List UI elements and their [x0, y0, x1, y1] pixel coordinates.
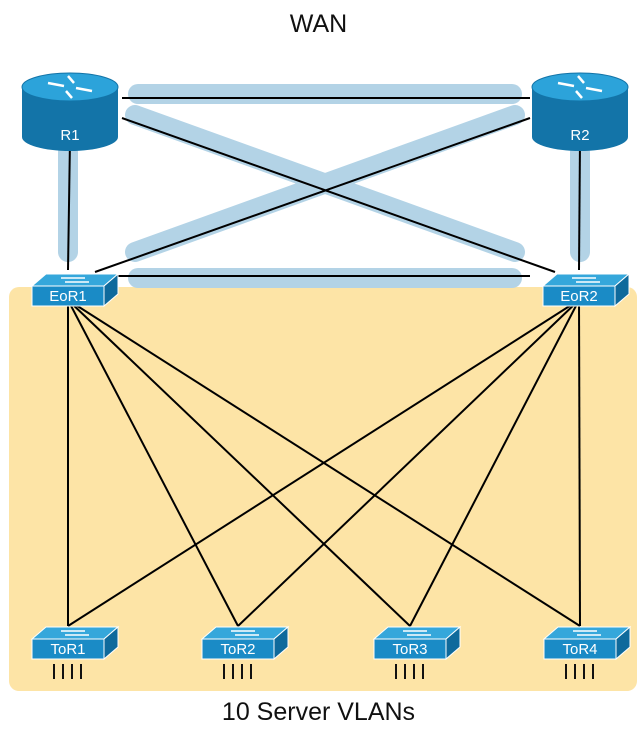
switch-label: ToR3 [392, 641, 427, 658]
redundant-path-highlights [58, 84, 590, 288]
switch-top [541, 273, 631, 287]
router-label: R2 [570, 127, 589, 144]
switch-tor1[interactable]: ToR1 [30, 625, 120, 679]
switch-top [30, 273, 120, 287]
link-eor1-tor3 [67, 299, 411, 627]
router-arrows-icon [557, 75, 603, 99]
link-r2-eor1 [94, 117, 531, 273]
switch-label: EoR2 [560, 288, 598, 305]
server-ports-icon [53, 664, 82, 679]
switch-arrows-icon [61, 630, 89, 636]
switch-side [615, 625, 631, 661]
switch-eor2[interactable]: EoR2 [541, 272, 631, 308]
switch-eor1[interactable]: EoR1 [30, 272, 120, 308]
router-body [22, 87, 118, 151]
router-r2[interactable]: R2 [531, 72, 629, 151]
link-r1-eor2 [121, 117, 556, 273]
switch-label: EoR1 [49, 288, 87, 305]
router-arrows-icon [47, 75, 93, 99]
switch-top [542, 626, 632, 640]
path-highlight [125, 105, 525, 262]
switch-label: ToR4 [562, 641, 597, 658]
router-r1[interactable]: R1 [21, 72, 119, 151]
router-top [531, 72, 629, 102]
link-r2-eor2 [578, 139, 581, 271]
switch-top [30, 626, 120, 640]
switch-tor3[interactable]: ToR3 [372, 625, 462, 679]
switch-side [273, 625, 289, 661]
switch-arrows-icon [573, 630, 601, 636]
link-r1-eor1 [67, 139, 71, 271]
wan-label: WAN [289, 10, 348, 38]
switch-tor4[interactable]: ToR4 [542, 625, 632, 679]
switch-tor2[interactable]: ToR2 [200, 625, 290, 679]
data-center-zone [9, 287, 637, 691]
switch-side [445, 625, 461, 661]
link-eor2-tor4 [578, 299, 581, 627]
switch-side [614, 272, 630, 308]
router-body [532, 87, 628, 151]
switch-arrows-icon [61, 277, 89, 283]
server-vlans-label: 10 Server VLANs [221, 698, 416, 726]
switch-arrows-icon [572, 277, 600, 283]
link-eor2-tor1 [67, 299, 580, 627]
switch-side [103, 272, 119, 308]
server-ports-icon [395, 664, 424, 679]
server-ports-icon [223, 664, 252, 679]
server-ports-icon [565, 664, 594, 679]
switch-label: ToR2 [220, 641, 255, 658]
switch-side [103, 625, 119, 661]
router-top [21, 72, 119, 102]
link-lines [67, 97, 581, 627]
link-eor1-tor2 [67, 299, 239, 627]
router-label: R1 [60, 127, 79, 144]
switch-label: ToR1 [50, 641, 85, 658]
switch-top [200, 626, 290, 640]
link-eor2-tor3 [409, 299, 580, 627]
link-eor2-tor2 [237, 299, 580, 627]
switch-top [372, 626, 462, 640]
switch-arrows-icon [403, 630, 431, 636]
switch-arrows-icon [231, 630, 259, 636]
